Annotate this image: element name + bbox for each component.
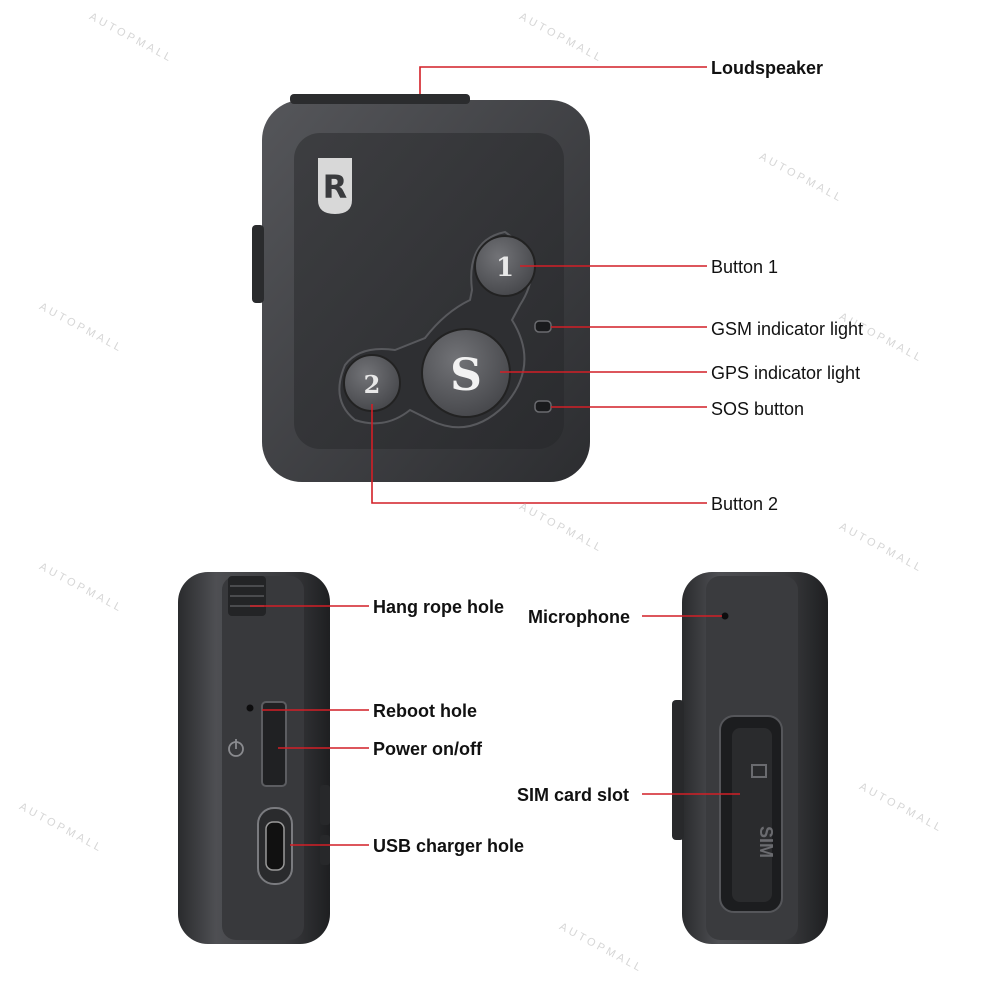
- button-s-glyph: S: [450, 350, 482, 401]
- hang-rope-hole: [228, 576, 266, 616]
- power-switch-slot[interactable]: [261, 701, 287, 787]
- label-sos-button: SOS button: [711, 399, 805, 419]
- label-gps-light: GPS indicator light: [711, 363, 861, 383]
- label-gsm-light: GSM indicator light: [711, 319, 864, 339]
- label-sim-slot: SIM card slot: [517, 785, 630, 805]
- button-2-glyph: 2: [364, 370, 381, 399]
- gsm-indicator-light: [534, 320, 552, 333]
- front-side-button[interactable]: [252, 225, 264, 303]
- label-hang-rope: Hang rope hole: [373, 597, 505, 617]
- side-edge-bump-bottom: [320, 835, 330, 865]
- gps-indicator-light: [534, 400, 552, 413]
- side-edge-bump-top: [320, 785, 330, 825]
- label-microphone: Microphone: [528, 607, 630, 627]
- brand-logo: R: [318, 158, 352, 214]
- label-reboot: Reboot hole: [373, 701, 477, 721]
- leader-lines: [250, 66, 740, 846]
- label-power: Power on/off: [373, 739, 482, 759]
- front-view-device: R 1 S 2: [252, 94, 590, 482]
- leader-button-2: [371, 404, 707, 504]
- label-usb: USB charger hole: [373, 836, 525, 856]
- leader-loudspeaker: [419, 66, 707, 94]
- side-view-ports: [178, 572, 330, 944]
- side-view-sim: SIM: [672, 572, 828, 944]
- label-button-1: Button 1: [711, 257, 779, 277]
- sim-card-slot[interactable]: SIM: [719, 715, 783, 913]
- label-button-2: Button 2: [711, 494, 779, 514]
- label-loudspeaker: Loudspeaker: [711, 58, 824, 78]
- side2-edge-bump: [672, 700, 684, 840]
- front-device-top-edge: [290, 94, 470, 104]
- microphone-hole: [721, 612, 729, 620]
- sim-text: SIM: [756, 826, 776, 858]
- button-s[interactable]: [421, 328, 511, 418]
- button-1-glyph: 1: [496, 253, 514, 283]
- usb-charger-port[interactable]: [257, 807, 293, 885]
- brand-logo-letter: R: [323, 168, 348, 206]
- power-icon: [228, 739, 244, 757]
- reboot-hole[interactable]: [246, 704, 254, 712]
